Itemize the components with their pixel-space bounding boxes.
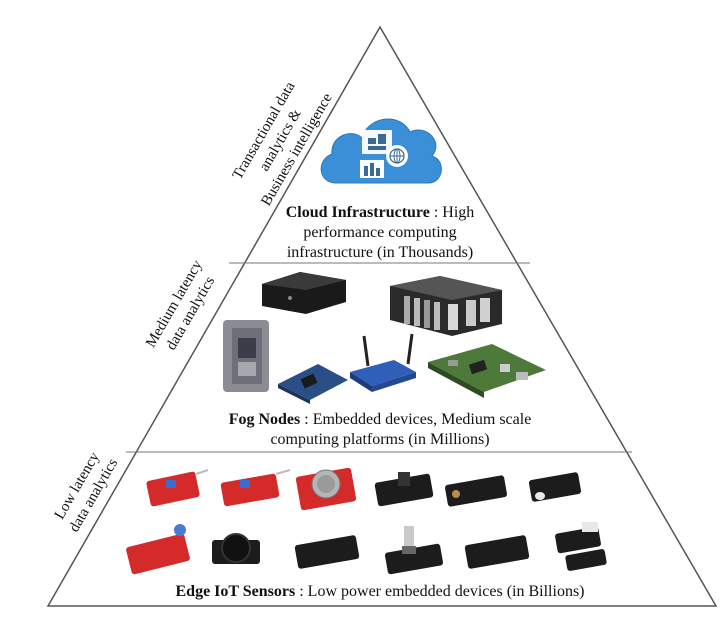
photoresistor-sensor-image <box>445 475 507 507</box>
globe-icon <box>386 145 408 167</box>
dev-board-image <box>278 364 348 404</box>
factory-icon <box>360 160 384 178</box>
fog-tier-title: Fog Nodes <box>228 411 301 428</box>
sensor-module-image <box>464 535 530 569</box>
rotary-encoder-image <box>384 526 444 575</box>
pyramid-outline <box>46 25 718 607</box>
fog-tier-desc-2: computing platforms (in Millions) <box>270 431 490 448</box>
fog-tier-label: Fog Nodes : Embedded devices, Medium sca… <box>170 410 590 450</box>
cloud-tier-desc-2: performance computing <box>303 224 457 241</box>
edge-tier-desc-1: : Low power embedded devices (in Billion… <box>295 583 585 600</box>
wifi-router-image <box>350 333 416 392</box>
mini-pc-image <box>262 272 346 314</box>
sensor-module-image <box>294 535 360 569</box>
sensor-module-image <box>220 469 291 507</box>
cloud-tier-title: Cloud Infrastructure <box>285 204 430 221</box>
cloud-tier-desc-1: : High <box>429 204 475 221</box>
buzzer-sensor-image <box>212 533 260 564</box>
led-sensor-image <box>528 472 582 502</box>
ir-sensor-image <box>555 522 607 571</box>
cloud-icon <box>320 118 442 184</box>
cloud-tier-desc-3: infrastructure (in Thousands) <box>286 244 474 261</box>
edge-tier-title: Edge IoT Sensors <box>175 583 296 600</box>
sound-sensor-image <box>126 524 190 575</box>
button-sensor-image <box>374 472 434 507</box>
gas-sensor-image <box>295 467 357 511</box>
embedded-board-case-image <box>223 320 269 392</box>
fog-tier-desc-1: : Embedded devices, Medium scale <box>300 411 532 428</box>
edge-tier-label: Edge IoT Sensors : Low power embedded de… <box>80 582 680 602</box>
cloud-tier-label: Cloud Infrastructure : High performance … <box>262 203 498 263</box>
sensor-module-image <box>146 469 209 507</box>
daq-chassis-image <box>390 276 502 336</box>
server-icon <box>362 130 392 154</box>
single-board-computer-image <box>428 344 546 398</box>
